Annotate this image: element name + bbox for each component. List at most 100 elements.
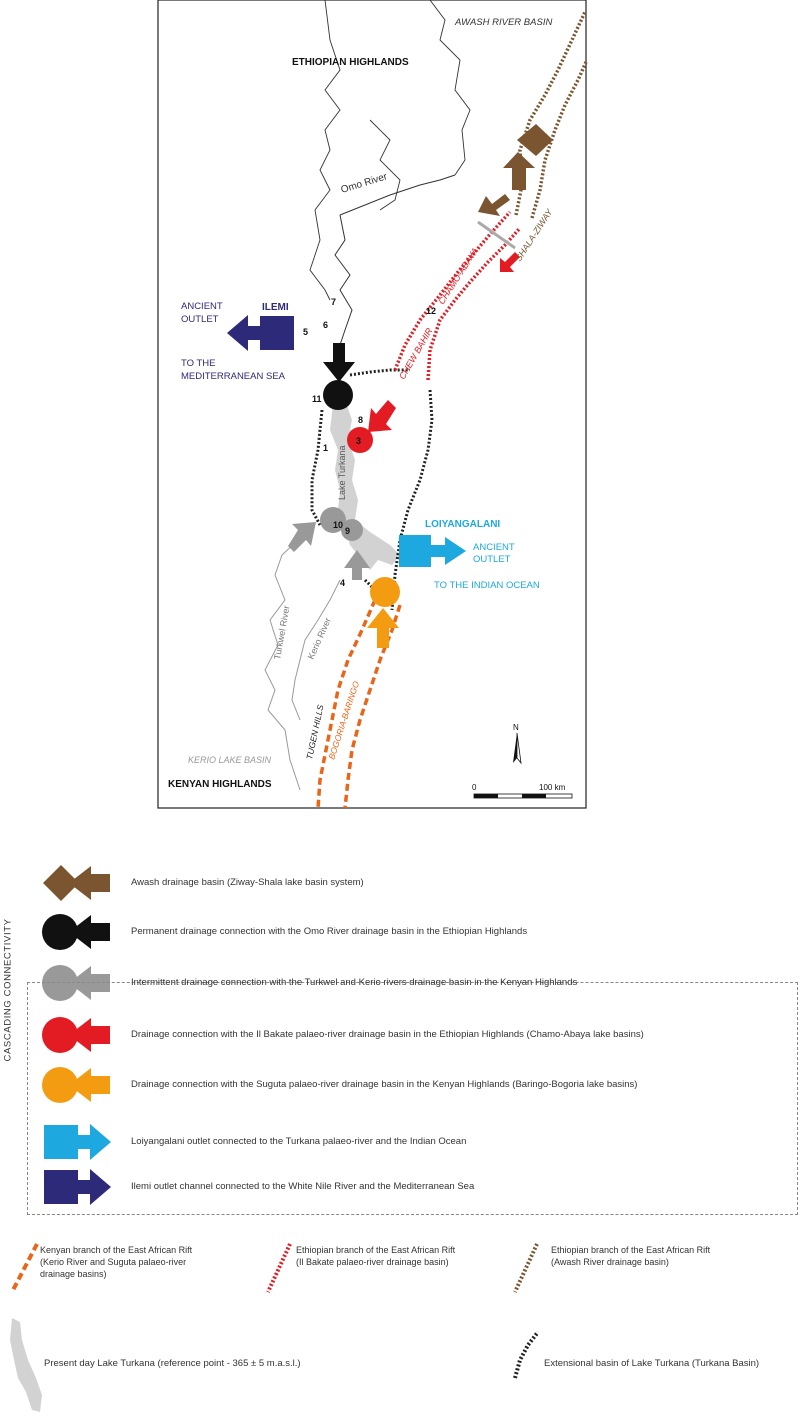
legend-symbol-red xyxy=(42,1017,110,1053)
legend-item-grey: Intermittent drainage connection with th… xyxy=(131,977,578,988)
ancient-outlet-w2-label: OUTLET xyxy=(181,314,219,325)
legend-rift-awash-line1: Ethiopian branch of the East African Rif… xyxy=(551,1245,711,1255)
awash-diamond-arrow xyxy=(503,124,553,190)
legend-extensional: Extensional basin of Lake Turkana (Turka… xyxy=(544,1358,760,1369)
kenyan-highlands-label: KENYAN HIGHLANDS xyxy=(168,779,272,790)
to-indian-label: TO THE INDIAN OCEAN xyxy=(434,580,540,591)
chew-bahir-label: CHEW BAHIR xyxy=(397,326,435,381)
omo-river-lower xyxy=(334,214,353,346)
ethiopian-rift-red xyxy=(426,226,522,381)
cascading-connectivity-box xyxy=(27,982,798,1215)
legend-kenyan-rift-line xyxy=(10,1243,39,1293)
ancient-outlet-w-label: ANCIENT xyxy=(181,301,223,312)
mediterranean-label: MEDITERRANEAN SEA xyxy=(181,371,286,382)
map-frame xyxy=(157,0,587,809)
legend-rift-ethiopian-line1: Ethiopian branch of the East African Rif… xyxy=(296,1245,456,1255)
cascading-connectivity-label: CASCADING CONNECTIVITY xyxy=(2,918,14,1062)
red-circle xyxy=(347,427,373,453)
legend-awash-rift-line xyxy=(513,1243,539,1293)
ancient-outlet-e-label: ANCIENT xyxy=(473,542,515,553)
site-number: 7 xyxy=(331,297,336,307)
ilemi-label: ILEMI xyxy=(262,302,289,313)
site-number: 11 xyxy=(312,394,322,404)
north-label: N xyxy=(513,723,519,732)
awash-rift-brown xyxy=(514,11,587,216)
legend-symbol-grey xyxy=(42,965,110,1001)
bogoria-baringo-label: BOGORIA-BARINGO xyxy=(326,679,361,760)
legend-extensional-line xyxy=(513,1330,540,1379)
river-line xyxy=(369,119,401,211)
grey-arrow-turkwel xyxy=(288,522,316,552)
grey-arrow-kerio xyxy=(344,550,370,580)
legend-item-red: Drainage connection with the Il Bakate p… xyxy=(131,1029,644,1040)
red-arrow xyxy=(368,400,396,432)
kerio-river-label: Kerio River xyxy=(306,616,333,661)
river-line xyxy=(309,0,341,301)
grey-circle-2 xyxy=(341,519,363,541)
legend-item-ilemi: Ilemi outlet channel connected to the Wh… xyxy=(131,1181,475,1192)
loiyangalani-outlet-arrow xyxy=(399,535,466,567)
scale-bar xyxy=(473,793,573,799)
legend-rift-ethiopian-line2: (Il Bakate palaeo-river drainage basin) xyxy=(296,1257,449,1267)
ancient-outlet-e2-label: OUTLET xyxy=(473,554,511,565)
legend-ethiopian-rift-line xyxy=(266,1243,292,1293)
legend-item-loiyangalani: Loiyangalani outlet connected to the Tur… xyxy=(131,1136,467,1147)
ilemi-outlet-arrow xyxy=(227,315,294,351)
orange-circle xyxy=(370,577,400,607)
omo-river-line xyxy=(339,174,456,216)
kenyan-rift-orange xyxy=(316,599,377,809)
to-med-label: TO THE xyxy=(181,358,216,369)
legend-item-awash: Awash drainage basin (Ziway-Shala lake b… xyxy=(131,877,364,888)
legend-rift-kenyan: Kenyan branch of the East African Rift (… xyxy=(40,1244,192,1280)
awash-rift-brown xyxy=(530,61,588,219)
scale-100-label: 100 km xyxy=(539,783,566,792)
extensional-basin-line xyxy=(390,389,434,611)
loiyangalani-label: LOIYANGALANI xyxy=(425,519,500,530)
north-arrow xyxy=(513,732,522,765)
red-small-arrow xyxy=(500,252,520,272)
site-number: 6 xyxy=(323,320,328,330)
site-number: 9 xyxy=(345,526,350,536)
legend-symbol-orange xyxy=(42,1067,110,1103)
legend-symbol-awash xyxy=(43,865,110,901)
site-number: 8 xyxy=(358,415,363,425)
legend-item-orange: Drainage connection with the Suguta pala… xyxy=(131,1079,638,1090)
extensional-basin-line xyxy=(310,409,324,526)
ethiopian-highlands-label: ETHIOPIAN HIGHLANDS xyxy=(292,57,409,68)
legend-rift-ethiopian: Ethiopian branch of the East African Rif… xyxy=(296,1244,455,1268)
site-number: 10 xyxy=(333,520,343,530)
legend-symbol-loiyangalani xyxy=(44,1124,111,1160)
kerio-river-line xyxy=(291,579,341,721)
legend-symbol-ilemi xyxy=(44,1169,111,1205)
river-line xyxy=(429,0,471,176)
site-number: 2 xyxy=(322,376,327,386)
omo-circle xyxy=(323,380,353,410)
lake-turkana-label: Lake Turkana xyxy=(337,445,347,500)
site-number: 4 xyxy=(340,578,345,588)
legend-rift-awash-line2: (Awash River drainage basin) xyxy=(551,1257,669,1267)
shala-ziway-label: SHALA-ZIWAY xyxy=(513,206,555,263)
omo-arrow xyxy=(323,343,355,382)
rift-divider xyxy=(477,220,516,250)
site-number: 5 xyxy=(303,327,308,337)
tugen-hills-label: TUGEN HILLS xyxy=(304,703,325,760)
orange-arrow xyxy=(367,608,399,648)
legend-lake-shape xyxy=(10,1318,42,1412)
awash-small-arrow xyxy=(478,194,510,216)
legend-rift-kenyan-line3: drainage basins) xyxy=(40,1269,107,1279)
awash-basin-label: AWASH RIVER BASIN xyxy=(454,17,552,28)
scale-zero-label: 0 xyxy=(472,783,477,792)
site-number: 1 xyxy=(323,443,328,453)
omo-river-label: Omo River xyxy=(340,171,390,196)
legend-rift-kenyan-line1: Kenyan branch of the East African Rift xyxy=(40,1245,193,1255)
turkwel-river-line xyxy=(264,537,301,791)
legend-rift-awash: Ethiopian branch of the East African Rif… xyxy=(551,1244,710,1268)
site-number: 3 xyxy=(356,436,361,446)
kenyan-rift-orange xyxy=(343,604,402,809)
legend-symbol-omo xyxy=(42,914,110,950)
site-number: 12 xyxy=(426,306,436,316)
ethiopian-rift-red xyxy=(393,210,512,371)
legend-item-omo: Permanent drainage connection with the O… xyxy=(131,926,528,937)
legend-lake-present: Present day Lake Turkana (reference poin… xyxy=(44,1358,301,1369)
legend-rift-kenyan-line2: (Kerio River and Suguta palaeo-river xyxy=(40,1257,187,1267)
